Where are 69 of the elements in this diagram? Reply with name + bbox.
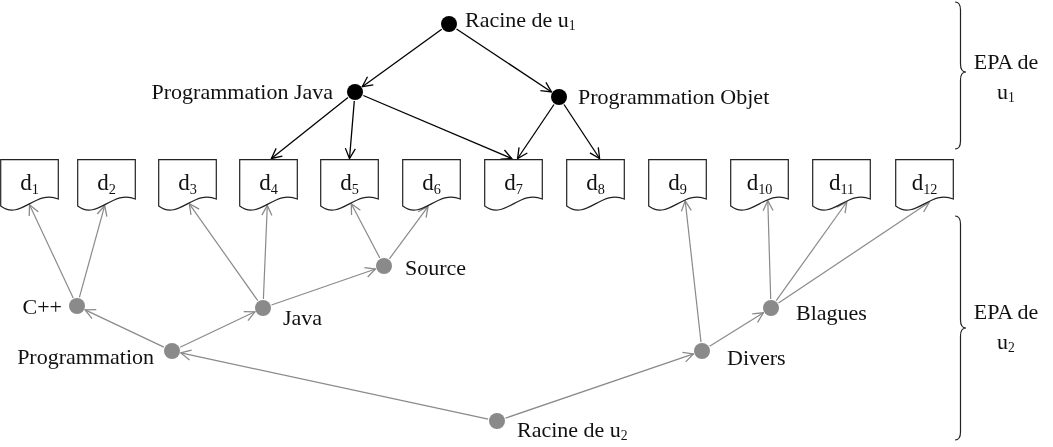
document-node — [895, 159, 954, 211]
arrow — [261, 204, 273, 300]
arrow — [350, 203, 381, 259]
arrow — [188, 203, 259, 302]
node-label: Racine de u$_{1}$ — [465, 7, 576, 33]
arrow — [270, 266, 377, 306]
document-node — [812, 159, 871, 211]
tree-node-dot — [441, 16, 457, 32]
document-label: d$_{7}$ — [504, 169, 523, 197]
document-node — [320, 159, 379, 211]
arrow — [775, 201, 848, 302]
document-label: d$_{3}$ — [178, 169, 197, 197]
tree-node-dot — [551, 89, 567, 105]
document-label: d$_{12}$ — [911, 169, 938, 197]
node-label: Programmation Java — [151, 79, 333, 105]
arrow — [361, 28, 443, 88]
node-label: Source — [405, 255, 467, 281]
document-node — [402, 159, 461, 211]
document-label: d$_{8}$ — [586, 169, 605, 197]
tree-node-dot — [69, 298, 85, 314]
arrow — [516, 103, 555, 160]
tree-node-dot — [489, 413, 505, 429]
node-label: Programmation — [17, 344, 154, 370]
document-node — [239, 159, 298, 211]
document-label: d$_{11}$ — [828, 169, 855, 197]
document-label: d$_{1}$ — [20, 169, 39, 197]
tree-node-dot — [164, 343, 180, 359]
document-node — [730, 159, 789, 211]
document-label: d$_{10}$ — [746, 169, 773, 197]
arrow — [344, 100, 356, 160]
node-label: Programmation Objet — [578, 84, 770, 110]
arrow — [362, 94, 513, 160]
document-node — [77, 159, 136, 211]
arrow — [709, 312, 765, 347]
arrow — [270, 96, 349, 160]
arrow — [455, 28, 553, 93]
document-node — [0, 159, 59, 211]
tree-node-dot — [347, 84, 363, 100]
tree-node-dot — [376, 258, 392, 274]
tree-node-dot — [763, 300, 779, 316]
tree-node-dot — [694, 343, 710, 359]
arrow — [84, 309, 165, 348]
document-node — [648, 159, 707, 211]
document-label: d$_{5}$ — [340, 169, 359, 197]
node-label: Blagues — [796, 300, 867, 326]
node-label: Racine de u$_{2}$ — [517, 417, 628, 443]
arrow — [762, 199, 774, 300]
arrow — [28, 204, 74, 299]
document-node — [484, 159, 543, 211]
group-label: EPA de u$_{1}$ — [972, 48, 1040, 107]
arrow — [680, 200, 702, 343]
arrow — [563, 103, 601, 160]
arrow — [388, 206, 429, 260]
document-label: d$_{2}$ — [97, 169, 116, 197]
group-label: EPA de u$_{2}$ — [972, 298, 1040, 357]
node-label: Divers — [727, 345, 786, 371]
document-node — [158, 159, 217, 211]
arrow — [504, 351, 695, 419]
arrow — [180, 349, 489, 420]
arrow — [179, 310, 256, 348]
document-node — [566, 159, 625, 211]
document-label: d$_{6}$ — [422, 169, 441, 197]
node-label: C++ — [22, 294, 62, 320]
arrow — [777, 201, 930, 304]
document-label: d$_{4}$ — [259, 169, 278, 197]
document-label: d$_{9}$ — [668, 169, 687, 197]
tree-node-dot — [255, 300, 271, 316]
node-label: Java — [283, 305, 323, 331]
arrow — [78, 205, 108, 298]
